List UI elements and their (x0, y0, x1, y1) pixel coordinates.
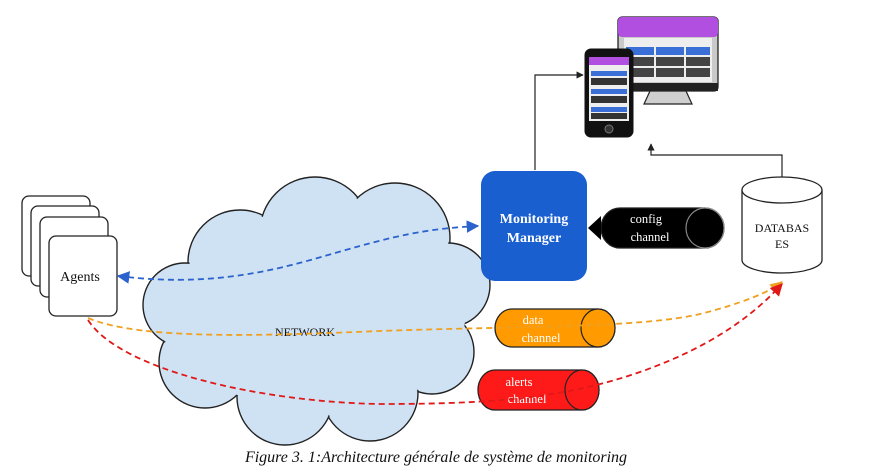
data-channel-label-line1: data (523, 313, 544, 327)
agents-stack (21, 195, 118, 317)
alerts-channel (477, 369, 600, 411)
mobile-phone-icon (584, 48, 634, 138)
desktop-monitor-icon (617, 16, 719, 105)
manager-label-line1: Monitoring (500, 212, 568, 227)
database-label-line1: DATABAS (755, 221, 809, 235)
manager-to-phone-connector (534, 71, 584, 170)
agents-label: Agents (60, 270, 100, 285)
agents-database-alerts-dashed-arrow (87, 283, 783, 405)
agents-manager-dashed-arrow (116, 220, 480, 284)
config-channel-label-line2: channel (631, 230, 670, 244)
database-to-devices-connector (647, 143, 783, 177)
data-channel-label-line2: channel (522, 331, 561, 345)
data-channel (494, 308, 616, 348)
database-label-line2: ES (775, 237, 789, 251)
figure-caption: Figure 3. 1:Architecture générale de sys… (244, 449, 628, 466)
config-channel (600, 207, 725, 249)
database-cylinder (741, 176, 823, 274)
agents-database-data-dashed-arrow (87, 281, 783, 336)
config-channel-label-line1: config (630, 212, 663, 226)
network-cloud (142, 176, 491, 446)
config-arrow-left (588, 216, 601, 240)
alerts-channel-label-line2: channel (508, 392, 547, 406)
network-label: NETWORK (275, 325, 335, 339)
monitoring-manager-box (481, 171, 587, 281)
manager-label-line2: Manager (507, 231, 561, 246)
alerts-channel-label-line1: alerts (505, 375, 532, 389)
